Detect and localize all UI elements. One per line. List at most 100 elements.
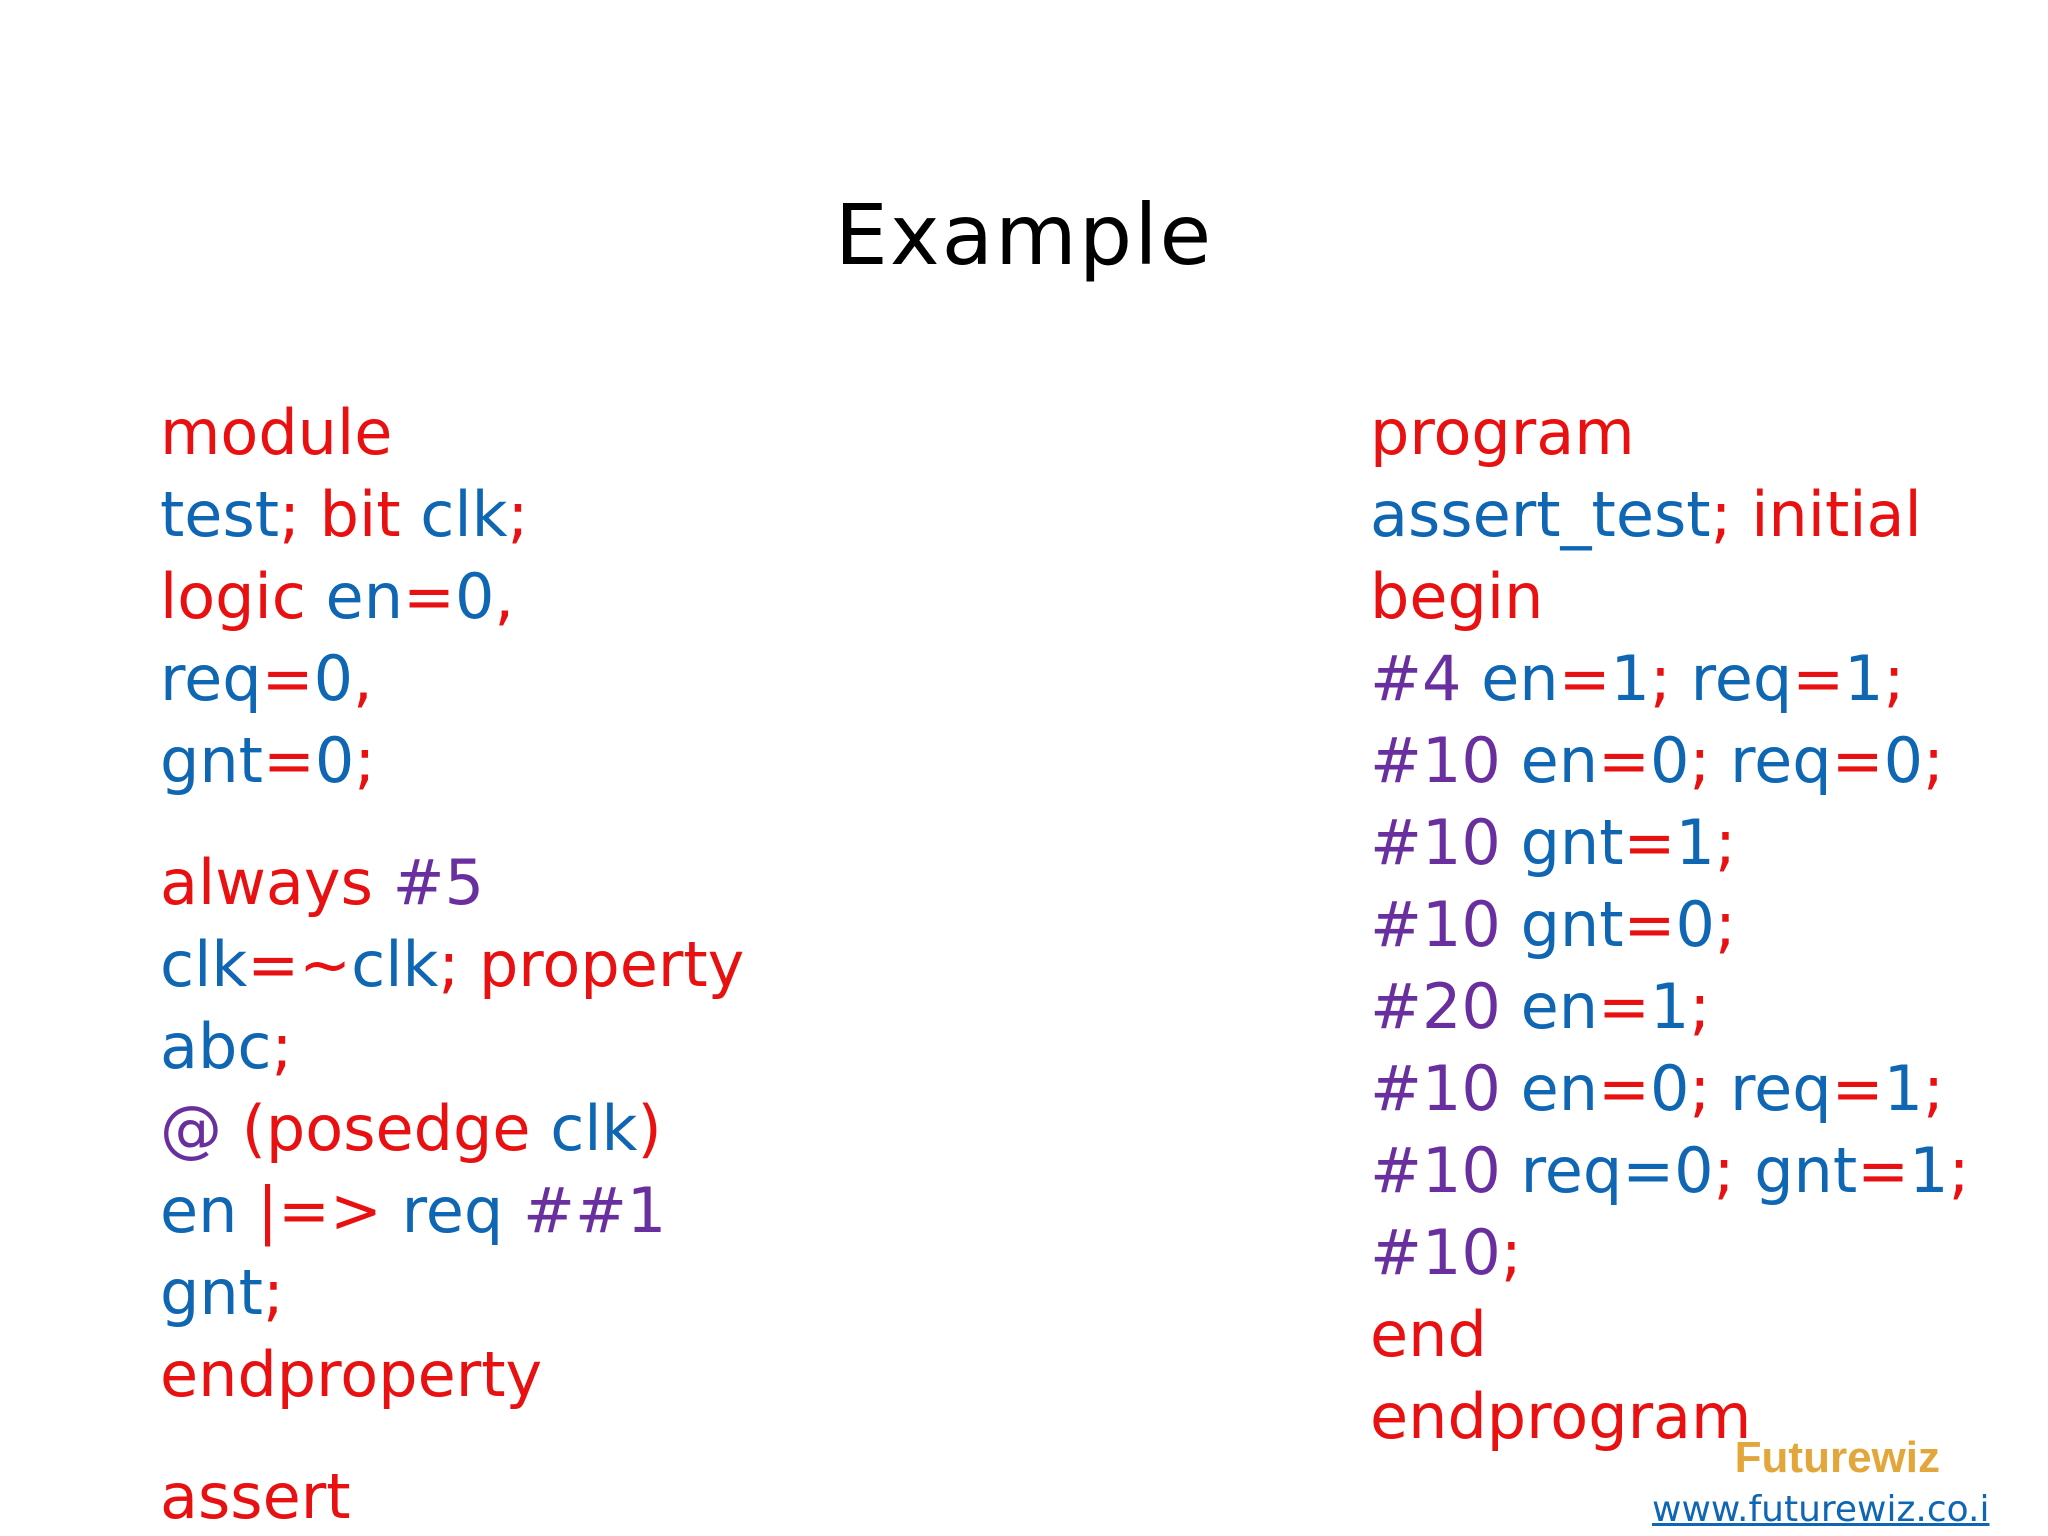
code-token-keyword: (posedge [241,1092,551,1165]
code-token-keyword: begin [1370,560,1544,633]
code-token-keyword: ; [1883,642,1905,715]
code-line: #10 en=0; req=1; [1370,1048,1969,1130]
code-token-identifier: clk [351,928,439,1001]
code-token-identifier: gnt [1520,888,1624,961]
code-line: program [1370,392,1969,474]
code-token-keyword: ; [1713,1134,1755,1207]
code-line: clk=~clk; property [160,924,744,1006]
code-token-keyword: ; [1714,806,1736,879]
code-token-identifier: 1 [1675,806,1715,879]
code-token-keyword: = [1598,970,1650,1043]
code-token-keyword: ; property [438,928,745,1001]
code-token-keyword: ; initial [1710,478,1922,551]
code-token-identifier: 0 [1649,724,1690,797]
code-token-identifier: 0 [454,560,495,633]
code-line: gnt=0; [160,720,744,802]
code-token-keyword: end [1370,1298,1487,1371]
code-token-delay: #5 [392,846,485,919]
code-line: always #5 [160,842,744,924]
code-token-identifier: 0 [1675,888,1715,961]
code-token-identifier: gnt [160,1256,263,1329]
code-token-identifier: en [1520,724,1599,797]
code-token-keyword: = [261,642,314,715]
code-token-delay: @ [160,1092,242,1165]
code-token-identifier: 0 [313,642,354,715]
code-token-identifier: en [325,560,403,633]
code-token-identifier: 1 [1610,642,1650,715]
code-token-identifier: clk [550,1092,638,1165]
code-token-keyword: , [353,642,373,715]
code-token-keyword: program [1370,396,1635,469]
code-line: logic en=0, [160,556,744,638]
code-token-keyword: = [1598,1052,1650,1125]
code-line: gnt; [160,1252,744,1334]
code-token-keyword: = [1598,724,1650,797]
code-token-keyword: endprogram [1370,1380,1752,1453]
code-token-identifier: req [1690,642,1793,715]
code-line: #10 req=0; gnt=1; [1370,1130,1969,1212]
code-token-keyword: ; [1649,642,1691,715]
code-line: #10 gnt=1; [1370,802,1969,884]
code-token-keyword: ; [1689,1052,1731,1125]
code-token-keyword: ; [1689,724,1731,797]
code-line: req=0, [160,638,744,720]
code-line: en |=> req ##1 [160,1170,744,1252]
code-token-keyword: module [160,396,393,469]
code-token-keyword: endproperty [160,1338,543,1411]
code-token-identifier: gnt [1754,1134,1858,1207]
code-token-keyword: = [1831,724,1884,797]
code-token-keyword: logic [160,560,326,633]
code-line: end [1370,1294,1969,1376]
code-line: #10; [1370,1212,1969,1294]
code-token-keyword: ; [1500,1216,1522,1289]
code-token-keyword: ; [507,478,529,551]
code-line: #20 en=1; [1370,966,1969,1048]
code-token-identifier: abc [160,1010,272,1083]
code-token-delay: #10 [1370,1134,1521,1207]
code-line: assert_test; initial [1370,474,1969,556]
code-token-identifier: gnt [160,724,263,797]
code-line: #10 gnt=0; [1370,884,1969,966]
code-line: test; bit clk; [160,474,744,556]
code-token-keyword: ; [271,1010,293,1083]
code-line: begin [1370,556,1969,638]
code-token-identifier: req=0 [1520,1134,1714,1207]
code-token-delay: #20 [1370,970,1521,1043]
code-token-keyword: =~ [247,928,352,1001]
code-token-identifier: en [1481,642,1559,715]
code-token-delay: #10 [1370,806,1521,879]
code-token-keyword: ; [354,724,376,797]
code-token-keyword: = [1792,642,1845,715]
code-token-keyword: = [1623,888,1676,961]
code-token-keyword: = [403,560,455,633]
code-token-identifier: 0 [1883,724,1924,797]
code-token-keyword: , [494,560,515,633]
code-token-identifier: assert_test [1370,478,1711,551]
code-token-keyword: ; [1714,888,1736,961]
code-token-identifier: en [1520,970,1599,1043]
code-token-keyword: ; [1923,1052,1944,1125]
code-token-identifier: gnt [1520,806,1624,879]
code-token-keyword: ; [1948,1134,1970,1207]
code-token-identifier: test [160,478,280,551]
code-token-delay: #10 [1370,1216,1501,1289]
brand-url-link[interactable]: www.futurewiz.co.in [1652,1489,1990,1536]
code-token-delay: #10 [1370,724,1521,797]
code-line: module [160,392,744,474]
code-token-identifier: req [1730,1052,1832,1125]
code-line: endprogram [1370,1376,1969,1458]
code-token-identifier: req [401,1174,523,1247]
code-token-keyword: = [1623,806,1676,879]
code-line: #10 en=0; req=0; [1370,720,1969,802]
code-token-keyword: = [1857,1134,1910,1207]
code-token-identifier: en [160,1174,258,1247]
code-token-identifier: clk [420,478,508,551]
code-token-delay: #4 [1370,642,1482,715]
code-token-keyword: assert [160,1460,351,1533]
code-token-identifier: en [1520,1052,1599,1125]
code-token-keyword: ) [637,1092,662,1165]
code-token-identifier: 1 [1649,970,1690,1043]
